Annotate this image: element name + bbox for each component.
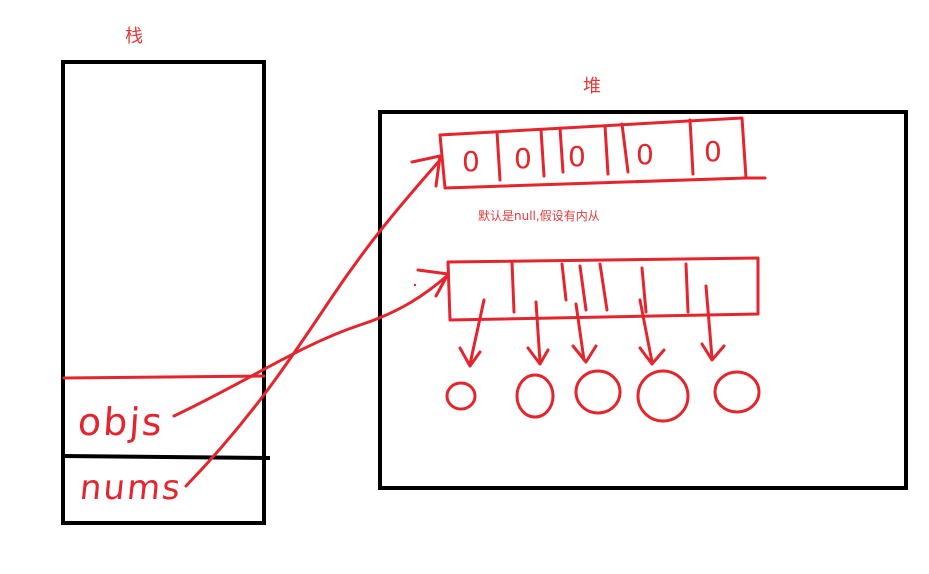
object-array-box [446,256,760,322]
stack-box [61,60,266,525]
int-array-value: 0 [514,142,532,175]
stack-variable-objs: objs [76,400,166,444]
heap-object [445,381,477,411]
int-array-value: 0 [704,135,722,168]
heap-objects [445,369,761,423]
objs-reference-arrowhead [416,268,450,298]
stack-title: 栈 [125,26,143,47]
int-array-box [438,116,767,190]
stack-frame-line [62,374,266,380]
element-pointer-arrows [458,284,726,368]
int-array-value: 0 [462,145,480,178]
int-array-value: 0 [568,140,586,173]
heap-box [378,110,908,490]
int-array-dividers [495,118,695,182]
stack-variable-nums: nums [77,468,185,508]
heap-object [515,373,555,419]
objs-reference-arrow [172,273,450,418]
object-array-dividers [510,260,690,314]
heap-note: 默认是null,假设有内从 [478,209,600,223]
stack-divider [62,454,271,460]
stray-dot [413,283,417,287]
heap-title: 堆 [583,76,601,97]
heap-object [713,370,761,414]
heap-object [574,369,622,415]
nums-reference-arrow [184,158,442,488]
heap-object [636,369,690,423]
nums-reference-arrowhead [410,154,442,188]
int-array-value: 0 [636,138,654,171]
